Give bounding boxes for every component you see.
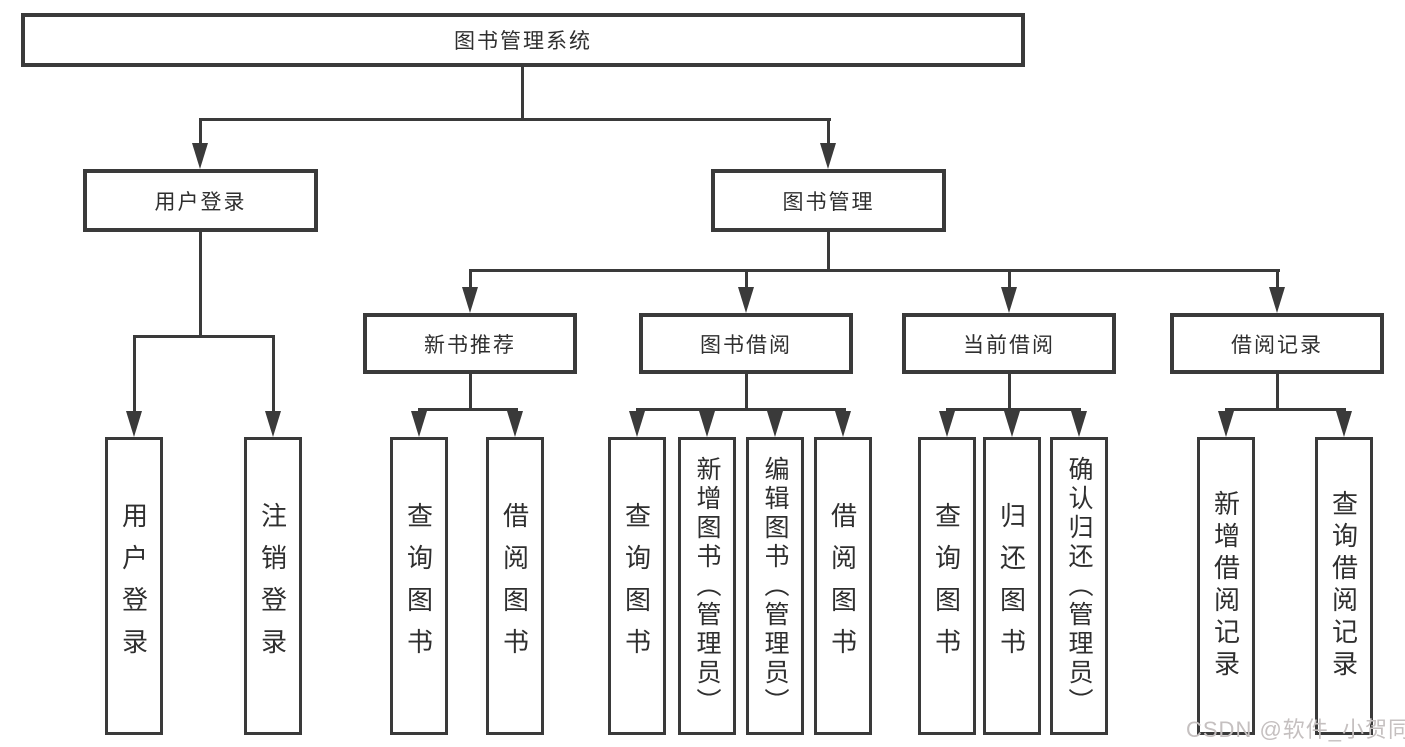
leaf-query-borrow-record: 查询借阅记录: [1315, 437, 1373, 735]
node-label: 图书管理系统: [454, 30, 592, 53]
leaf-user-login: 用户登录: [105, 437, 163, 735]
leaf-logout-login: 注销登录: [244, 437, 302, 735]
arrow-down-icon: [192, 143, 208, 169]
arrow-down-icon: [1336, 411, 1352, 437]
leaf-add-book-admin: 新增图书（管理员）: [678, 437, 736, 735]
node-new-book-recommendation: 新书推荐: [363, 313, 577, 374]
arrow-down-icon: [1004, 411, 1020, 437]
node-current-borrowing: 当前借阅: [902, 313, 1116, 374]
arrow-down-icon: [462, 287, 478, 313]
connector-bookmgmt-vline: [827, 232, 830, 272]
leaf-confirm-return-admin: 确认归还（管理员）: [1050, 437, 1108, 735]
node-label: 图书借阅: [700, 333, 792, 357]
leaf-label: 借阅图书: [827, 502, 858, 670]
arrow-down-icon: [629, 411, 645, 437]
arrow-down-icon: [820, 143, 836, 169]
connector-records-hline: [1225, 408, 1346, 411]
arrow-down-icon: [1218, 411, 1234, 437]
connector-newbook-vline: [469, 374, 472, 411]
node-borrowing-records: 借阅记录: [1170, 313, 1384, 374]
connector-borrowing-vline: [745, 374, 748, 411]
arrow-down-icon: [699, 411, 715, 437]
leaf-label: 查询图书: [931, 502, 962, 670]
watermark: CSDN @软件_小贺同学: [1186, 717, 1405, 742]
connector-borrowing-hline: [636, 408, 846, 411]
connector-stem: [469, 269, 472, 289]
leaf-query-books-recommend: 查询图书: [390, 437, 448, 735]
arrow-down-icon: [738, 287, 754, 313]
leaf-label: 查询借阅记录: [1328, 490, 1359, 682]
node-label: 图书管理: [782, 190, 875, 214]
leaf-return-books: 归还图书: [983, 437, 1041, 735]
connector-newbook-hline: [418, 408, 518, 411]
leaf-label: 借阅图书: [499, 502, 530, 670]
arrow-down-icon: [265, 411, 281, 437]
leaf-label: 注销登录: [257, 502, 288, 670]
arrow-down-icon: [939, 411, 955, 437]
connector-stem: [199, 118, 202, 145]
leaf-label: 新增借阅记录: [1210, 490, 1241, 682]
connector-current-vline: [1008, 374, 1011, 411]
leaf-label: 归还图书: [996, 502, 1027, 670]
leaf-label: 确认归还（管理员）: [1065, 455, 1093, 717]
leaf-label: 查询图书: [621, 502, 652, 670]
leaf-borrow-books: 借阅图书: [814, 437, 872, 735]
node-library-management-system: 图书管理系统: [21, 13, 1025, 67]
connector-stem: [745, 269, 748, 289]
arrow-down-icon: [1001, 287, 1017, 313]
node-user-login: 用户登录: [83, 169, 318, 232]
arrow-down-icon: [507, 411, 523, 437]
node-book-borrowing: 图书借阅: [639, 313, 853, 374]
leaf-query-books-current: 查询图书: [918, 437, 976, 735]
arrow-down-icon: [1269, 287, 1285, 313]
connector-root-vline: [521, 67, 524, 120]
leaf-label: 用户登录: [118, 502, 149, 670]
node-book-management: 图书管理: [711, 169, 946, 232]
arrow-down-icon: [1071, 411, 1087, 437]
leaf-label: 编辑图书（管理员）: [761, 455, 789, 717]
connector-stem: [272, 335, 275, 413]
arrow-down-icon: [126, 411, 142, 437]
connector-stem: [1008, 269, 1011, 289]
node-label: 借阅记录: [1231, 333, 1323, 357]
arrow-down-icon: [835, 411, 851, 437]
connector-stem: [827, 118, 830, 145]
connector-records-vline: [1276, 374, 1279, 411]
leaf-label: 查询图书: [403, 502, 434, 670]
leaf-query-books-borrowing: 查询图书: [608, 437, 666, 735]
node-label: 用户登录: [154, 190, 247, 214]
arrow-down-icon: [411, 411, 427, 437]
node-label: 当前借阅: [963, 333, 1055, 357]
leaf-borrow-books-recommend: 借阅图书: [486, 437, 544, 735]
connector-stem: [1276, 269, 1279, 289]
arrow-down-icon: [767, 411, 783, 437]
leaf-label: 新增图书（管理员）: [693, 455, 721, 717]
connector-bookmgmt-hline: [469, 269, 1280, 272]
leaf-add-borrow-record: 新增借阅记录: [1197, 437, 1255, 735]
connector-stem: [133, 335, 136, 413]
connector-root-hline: [199, 118, 831, 121]
node-label: 新书推荐: [424, 333, 516, 357]
connector-current-hline: [946, 408, 1081, 411]
connector-userlogin-hline: [133, 335, 275, 338]
leaf-edit-book-admin: 编辑图书（管理员）: [746, 437, 804, 735]
connector-userlogin-vline: [199, 232, 202, 337]
